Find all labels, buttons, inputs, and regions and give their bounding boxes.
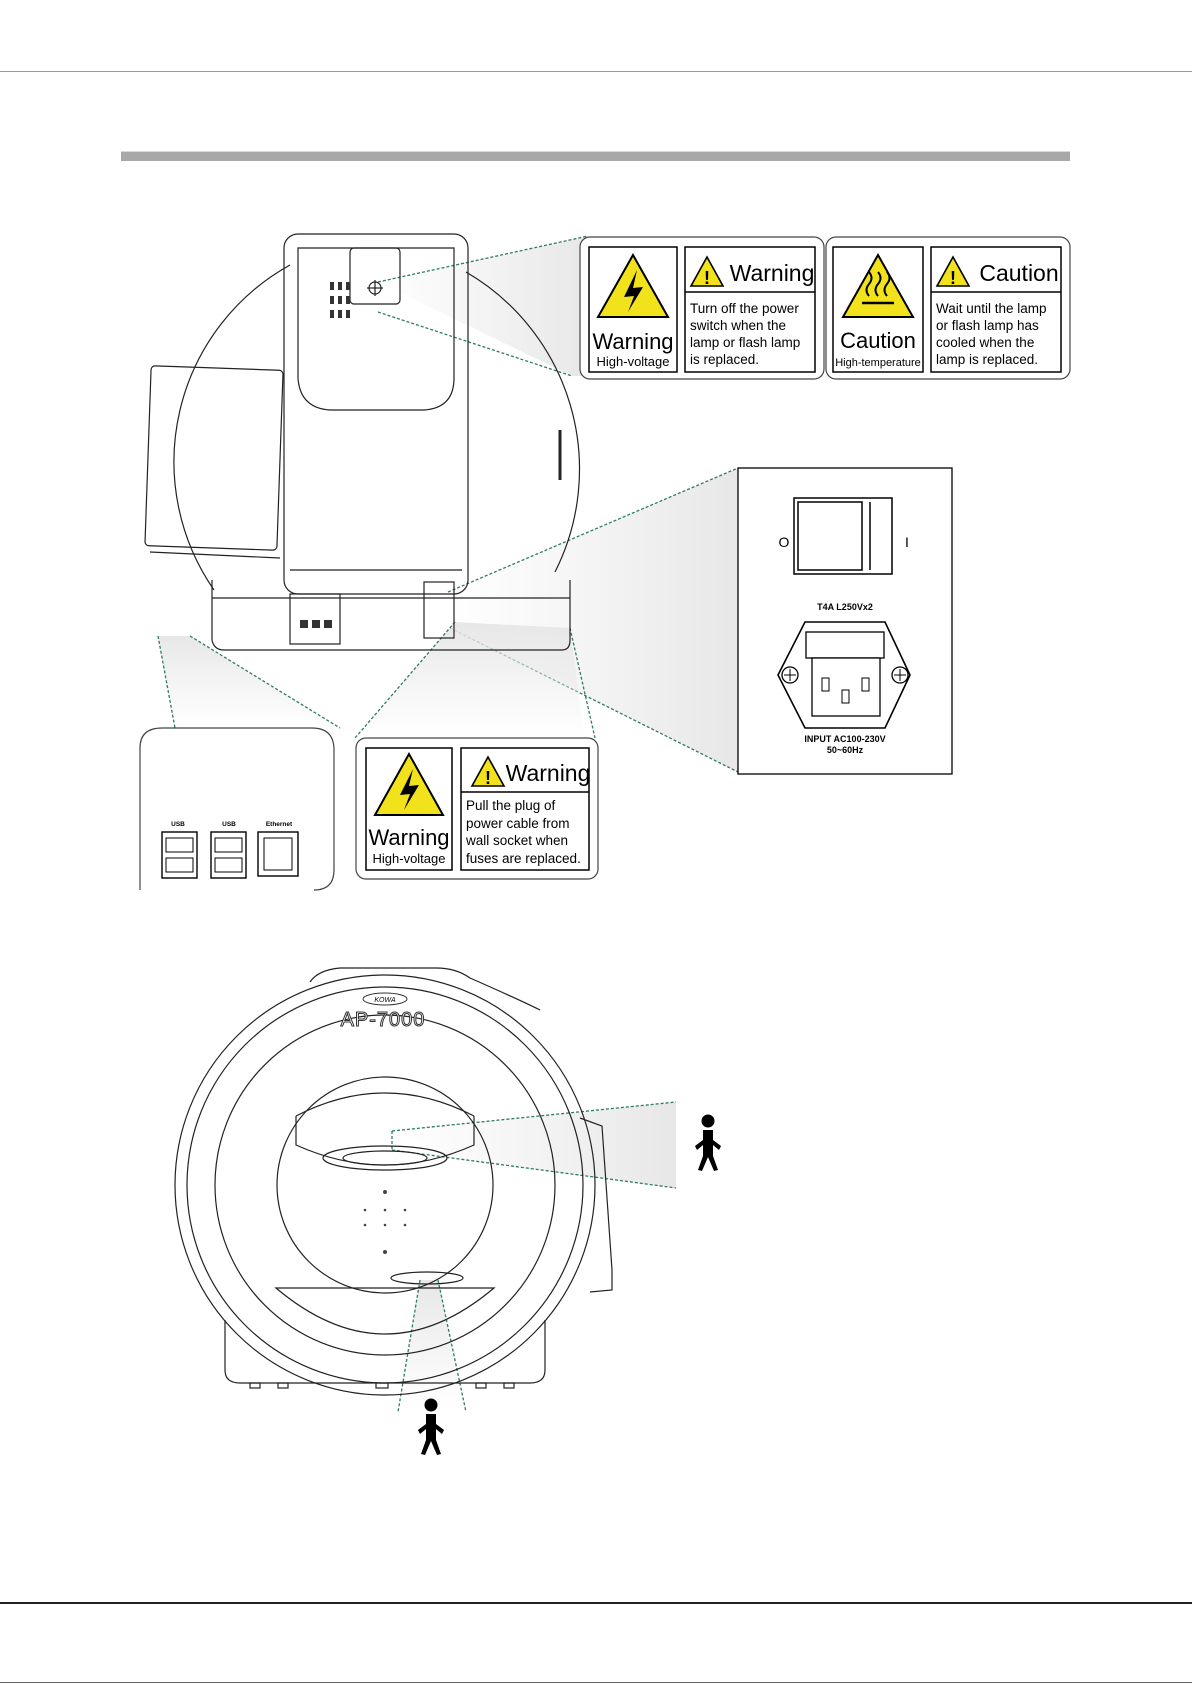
label-lamp-caution-line-3: cooled when the [936, 335, 1034, 350]
label-lamp-warning: Warning High-voltage ! Warning Turn off … [579, 236, 825, 380]
vent-slots [300, 282, 350, 628]
type-b-applied-part-icon [418, 1398, 444, 1455]
label-lamp-warning-symbol-sub: High-voltage [597, 354, 670, 369]
label-fuse-warning: Warning High-voltage ! Warning Pull the … [355, 737, 599, 880]
model-name: AP-7000 [341, 1009, 426, 1031]
input-rating-line-1: INPUT AC100-230V [804, 734, 885, 744]
label-fuse-warning-line-2: power cable from [466, 816, 570, 831]
label-lamp-caution-line-1: Wait until the lamp [936, 301, 1047, 316]
label-fuse-warning-line-3: wall socket when [465, 833, 568, 848]
bottom-rule [0, 1602, 1192, 1604]
svg-text:!: ! [704, 268, 710, 288]
label-lamp-caution-line-4: lamp is replaced. [936, 352, 1038, 367]
label-lamp-warning-line-4: is replaced. [690, 352, 759, 367]
power-inlet-panel: O I T4A L250Vx2 INPUT AC100-230V 50~60Hz [737, 467, 953, 775]
label-lamp-caution-symbol-sub: High-temperature [835, 357, 921, 369]
power-off-mark: O [779, 534, 790, 550]
usb-label-2: USB [222, 821, 236, 828]
label-fuse-warning-line-1: Pull the plug of [466, 798, 556, 813]
hot-surface-icon [841, 252, 915, 318]
exclamation-triangle-icon [935, 255, 971, 287]
ethernet-label: Ethernet [266, 821, 293, 828]
brand-badge [362, 992, 408, 1006]
label-lamp-warning-line-3: lamp or flash lamp [690, 335, 800, 350]
power-on-mark: I [905, 534, 909, 550]
fuse-holder [805, 631, 885, 659]
usb-label-1: USB [171, 821, 185, 828]
label-fuse-warning-symbol-sub: High-voltage [373, 851, 446, 866]
svg-text:!: ! [950, 268, 956, 288]
footer-rule [0, 1682, 1192, 1683]
label-lamp-warning-line-2: switch when the [690, 318, 786, 333]
callout-wedge-button [398, 1280, 466, 1412]
label-lamp-warning-line-1: Turn off the power [690, 301, 799, 316]
input-rating-line-2: 50~60Hz [827, 745, 864, 755]
instrument-front-body [174, 967, 613, 1396]
front-indicator-dots [363, 1190, 407, 1254]
label-fuse-warning-title: Warning [506, 760, 591, 786]
type-b-applied-part-icon [695, 1114, 721, 1171]
exclamation-triangle-icon [689, 255, 725, 287]
callout-wedge-fuse [355, 622, 585, 738]
top-rule [0, 71, 1192, 72]
label-lamp-caution-title: Caution [979, 260, 1058, 286]
label-lamp-caution: Caution High-temperature ! Caution Wait … [825, 236, 1071, 380]
instrument-rear-body [144, 233, 581, 651]
ports-panel: USB USB Ethernet [139, 727, 335, 891]
callout-wedge-ports [158, 636, 340, 728]
exclamation-triangle-icon [470, 755, 506, 787]
svg-text:!: ! [485, 768, 491, 788]
label-fuse-warning-symbol-word: Warning [368, 825, 449, 850]
callout-wedge-lamp [378, 236, 588, 376]
label-lamp-warning-title: Warning [730, 260, 815, 286]
brand-logo-text: KOWA [374, 997, 396, 1004]
label-lamp-caution-line-2: or flash lamp has [936, 318, 1039, 333]
label-lamp-caution-symbol-word: Caution [840, 328, 916, 353]
section-bar [121, 151, 1070, 161]
callout-wedge-power [448, 468, 738, 772]
callout-wedge-chinrest [392, 1102, 676, 1188]
label-lamp-warning-symbol-word: Warning [592, 329, 673, 354]
label-fuse-warning-line-4: fuses are replaced. [466, 851, 581, 866]
fuse-rating: T4A L250Vx2 [817, 602, 873, 612]
